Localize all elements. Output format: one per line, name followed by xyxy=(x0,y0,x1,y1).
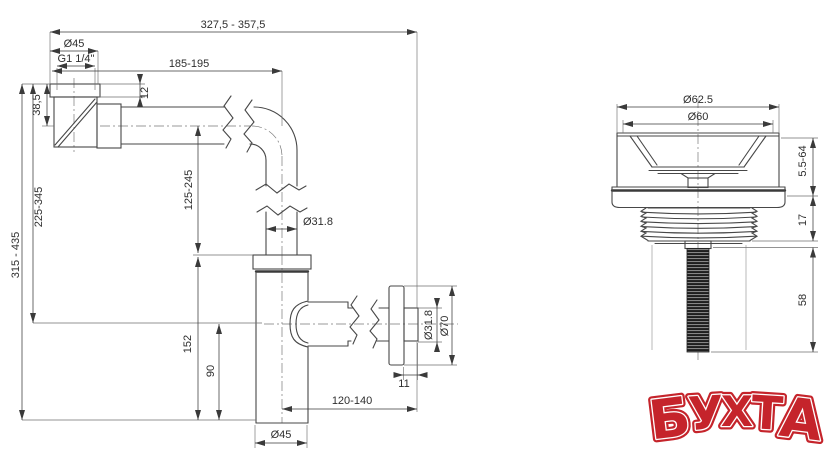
brand-logo: Б У Х Т А Б У Х Т А xyxy=(642,381,830,457)
extension-lines-left xyxy=(22,32,457,448)
dim-vertical-adjust-label: 125-245 xyxy=(183,170,195,210)
logo-letter-outline: Т xyxy=(750,385,785,441)
logo-letter: Б xyxy=(645,385,694,453)
dim-wall-flange-dia-label: Ø70 xyxy=(439,316,451,337)
break-marks xyxy=(222,95,380,349)
dim-cap-dia-label: Ø62.5 xyxy=(683,94,713,106)
dim-outlet-to-bottom-label: 90 xyxy=(205,365,217,377)
dim-body-dia-label: Ø45 xyxy=(271,429,292,441)
thread-right-edge xyxy=(749,207,759,242)
dim-strainer-dia-label: Ø60 xyxy=(688,111,709,123)
dimension-labels-left: 327,5 - 357,5 Ø45 G1 1/4" 185-195 38,5 1… xyxy=(10,19,451,441)
left-view: 327,5 - 357,5 Ø45 G1 1/4" 185-195 38,5 1… xyxy=(10,19,458,448)
dim-nut-height-label: 12 xyxy=(139,87,151,99)
dim-inlet-thread-label: G1 1/4" xyxy=(58,53,95,65)
right-view: Ø62.5 Ø60 5.5-64 17 58 xyxy=(610,94,818,360)
outlet-pipe-end xyxy=(403,307,419,342)
dim-inlet-nut-dia-label: Ø45 xyxy=(64,38,85,50)
logo-letter: Т xyxy=(750,385,785,441)
inlet-nut xyxy=(49,83,101,98)
fixing-screw xyxy=(686,248,710,353)
dim-body-height-label: 152 xyxy=(182,335,194,353)
dimension-labels-right: Ø62.5 Ø60 5.5-64 17 58 xyxy=(683,94,809,306)
dimension-lines-left xyxy=(19,29,455,446)
logo-letter-outline: У xyxy=(687,385,726,441)
dim-overall-height-label: 315 - 435 xyxy=(10,232,22,278)
dim-inlet-height-label: 38,5 xyxy=(31,94,43,115)
siphon-outline xyxy=(49,83,419,424)
elbow-outer xyxy=(253,106,298,151)
dim-pipe-dia-label: Ø31.8 xyxy=(303,216,333,228)
outlet-cap-outer xyxy=(289,300,309,348)
dim-screw-length-label: 58 xyxy=(797,294,809,306)
bottle-collar xyxy=(252,254,312,270)
dim-outlet-end-length-label: 11 xyxy=(398,378,409,390)
dim-thread-height-label: 17 xyxy=(797,214,809,226)
dim-horizontal-reach-label: 185-195 xyxy=(169,58,209,70)
drain-valve-outline xyxy=(610,132,787,250)
dim-outlet-reach-label: 120-140 xyxy=(332,395,372,407)
logo-letter: Х xyxy=(721,387,753,436)
dim-overall-width-label: 327,5 - 357,5 xyxy=(201,19,266,31)
tail-guide-lines xyxy=(651,245,747,350)
extension-lines-right xyxy=(616,104,818,353)
dim-height-to-outlet-label: 225-345 xyxy=(33,187,45,227)
logo-letter: У xyxy=(687,385,726,441)
dim-mount-depth-label: 5.5-64 xyxy=(797,145,809,176)
pipe-connector xyxy=(96,103,122,149)
dimension-lines-right xyxy=(617,104,816,352)
dim-outlet-pipe-dia-label: Ø31.8 xyxy=(423,310,435,340)
thread-left-edge xyxy=(639,207,649,242)
outlet-cap-inner xyxy=(295,304,309,344)
wall-flange xyxy=(388,285,405,366)
logo-letter-outline: Х xyxy=(721,387,753,436)
flange-bottom xyxy=(611,201,786,209)
elbow-inner xyxy=(249,143,267,161)
logo-letter: А xyxy=(776,385,826,454)
